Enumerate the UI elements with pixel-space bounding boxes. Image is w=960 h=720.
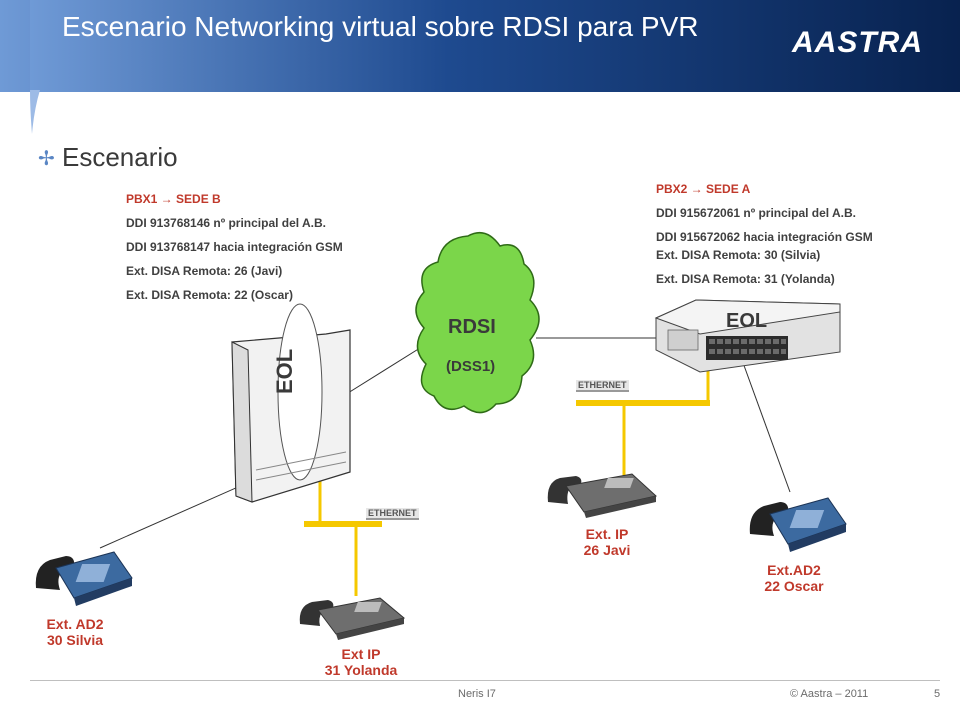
page-number: 5 xyxy=(934,688,941,700)
phone-icon xyxy=(547,473,658,518)
phone-label-javi: Ext. IP 26 Javi xyxy=(572,526,642,558)
header-background xyxy=(0,0,960,92)
bullet-star-icon: ✢ xyxy=(38,148,55,170)
pbx1-line: DDI 913768146 nº principal del A.B. xyxy=(126,216,327,230)
phone-user: 26 Javi xyxy=(583,542,631,558)
pbx1-info: PBX1 → SEDE B DDI 913768146 nº principal… xyxy=(126,192,343,312)
aastra-logo: AASTRA xyxy=(792,26,923,59)
phone-label-yolanda: Ext IP 31 Yolanda xyxy=(316,646,406,678)
header-tail xyxy=(30,90,40,134)
phone-icon xyxy=(299,597,406,640)
phone-label-oscar: Ext.AD2 22 Oscar xyxy=(756,562,832,594)
pbx2-line: Ext. DISA Remota: 31 (Yolanda) xyxy=(656,272,835,286)
pbx2-info: PBX2 → SEDE A DDI 915672061 nº principal… xyxy=(656,182,873,296)
phone-ext: Ext. IP xyxy=(585,526,629,542)
pbx1-line: Ext. DISA Remota: 22 (Oscar) xyxy=(126,288,293,302)
pbx1-eol-label: EOL xyxy=(272,348,297,394)
pbx2-eol-label: EOL xyxy=(726,310,768,332)
footer-divider xyxy=(30,680,940,681)
pbx1-line: Ext. DISA Remota: 26 (Javi) xyxy=(126,264,283,278)
phone-label-silvia: Ext. AD2 30 Silvia xyxy=(40,616,110,648)
pbx2-title: PBX2 → SEDE A xyxy=(656,182,751,196)
link-pbx2-oscar xyxy=(741,359,791,493)
ethernet-label-pbx2: ETHERNET xyxy=(576,380,629,392)
phone-user: 22 Oscar xyxy=(764,578,824,594)
phone-user: 30 Silvia xyxy=(46,632,104,648)
header-banner: Escenario Networking virtual sobre RDSI … xyxy=(0,0,960,92)
pbx1-line: DDI 913768147 hacia integración GSM xyxy=(126,240,343,254)
pbx2-rack xyxy=(654,299,841,373)
phone-user: 31 Yolanda xyxy=(324,662,398,678)
section-heading: Escenario xyxy=(62,142,178,172)
pbx1-cabinet xyxy=(231,303,351,503)
ethernet-label-pbx1: ETHERNET xyxy=(366,508,419,520)
pbx2-line: DDI 915672062 hacia integración GSM xyxy=(656,230,873,244)
phone-ext: Ext. AD2 xyxy=(46,616,104,632)
phone-ext: Ext.AD2 xyxy=(767,562,821,578)
pbx2-line: Ext. DISA Remota: 30 (Silvia) xyxy=(656,248,821,262)
dss1-label: (DSS1) xyxy=(446,358,496,375)
rdsi-label: RDSI xyxy=(448,316,496,338)
phone-ext: Ext IP xyxy=(341,646,381,662)
rdsi-cloud xyxy=(415,231,540,414)
footer-center: Neris I7 xyxy=(458,688,496,700)
page-title: Escenario Networking virtual sobre RDSI … xyxy=(62,11,699,42)
pbx1-title: PBX1 → SEDE B xyxy=(126,192,221,206)
phone-icon xyxy=(749,497,847,552)
pbx2-line: DDI 915672061 nº principal del A.B. xyxy=(656,206,857,220)
phone-icon xyxy=(35,551,133,606)
footer-copyright: © Aastra – 2011 xyxy=(790,688,869,700)
